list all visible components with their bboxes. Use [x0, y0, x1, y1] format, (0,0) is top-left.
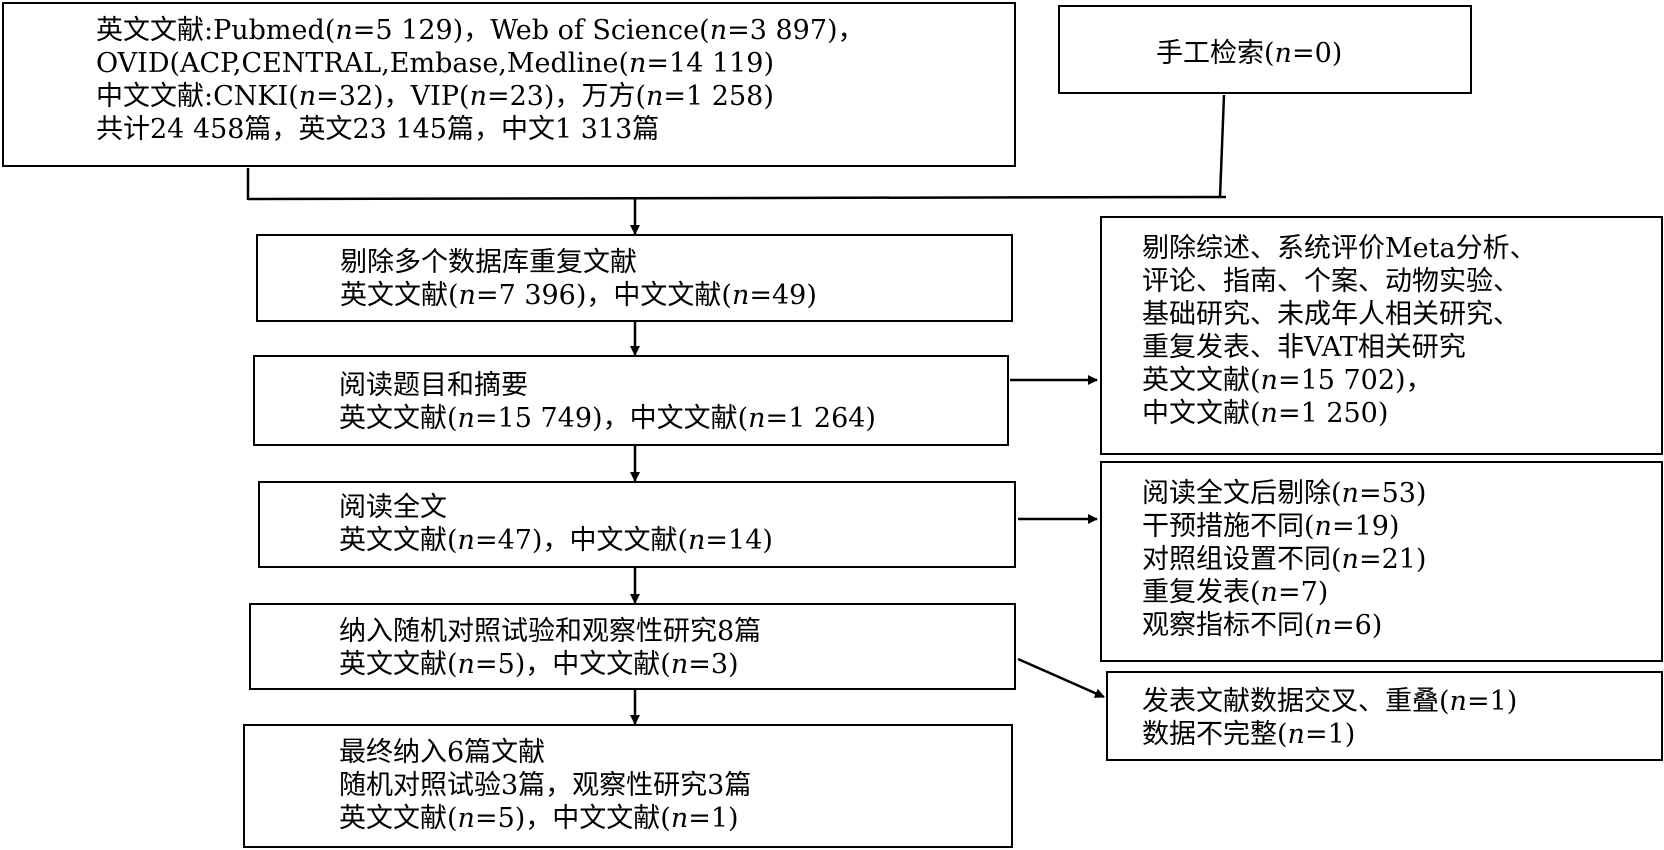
overlap-excluded-box: 发表文献数据交叉、重叠(n=1)数据不完整(n=1)	[1106, 671, 1663, 761]
merge-line-horizontal	[247, 195, 1227, 201]
box-line: 阅读全文	[339, 492, 447, 523]
box-line: 重复发表(n=7)	[1142, 577, 1329, 608]
box-line: 最终纳入6篇文献	[339, 737, 546, 768]
box-line: 英文文献(n=7 396)，中文文献(n=49)	[340, 280, 817, 311]
box-line: 数据不完整(n=1)	[1142, 719, 1356, 750]
dedup-box: 剔除多个数据库重复文献英文文献(n=7 396)，中文文献(n=49)	[256, 234, 1013, 322]
sources-box: 英文文献:Pubmed(n=5 129)，Web of Science(n=3 …	[2, 2, 1016, 167]
box-line: 英文文献(n=15 702)，	[1142, 365, 1433, 396]
included-box: 纳入随机对照试验和观察性研究8篇英文文献(n=5)，中文文献(n=3)	[249, 603, 1016, 690]
excluded-records-box: 剔除综述、系统评价Meta分析、评论、指南、个案、动物实验、基础研究、未成年人相…	[1100, 216, 1663, 455]
box-line: 英文文献(n=5)，中文文献(n=3)	[339, 649, 739, 680]
box-line: 重复发表、非VAT相关研究	[1142, 332, 1466, 363]
box-line: 共计24 458篇，英文23 145篇，中文1 313篇	[96, 114, 660, 145]
box-line: 随机对照试验3篇，观察性研究3篇	[339, 770, 752, 801]
arrow-to-excluded-3	[1017, 657, 1105, 699]
box-line: 阅读全文后剔除(n=53)	[1142, 478, 1427, 509]
box-line: 发表文献数据交叉、重叠(n=1)	[1142, 686, 1518, 717]
box-line: 评论、指南、个案、动物实验、	[1142, 266, 1520, 297]
fulltext-excluded-box: 阅读全文后剔除(n=53)干预措施不同(n=19)对照组设置不同(n=21)重复…	[1100, 461, 1663, 662]
box-line: 阅读题目和摘要	[339, 370, 528, 401]
box-line: 剔除多个数据库重复文献	[340, 247, 637, 278]
merge-line-right	[1218, 94, 1226, 198]
box-line: 英文文献:Pubmed(n=5 129)，Web of Science(n=3 …	[96, 15, 865, 46]
box-line: 对照组设置不同(n=21)	[1142, 544, 1427, 575]
box-line: 剔除综述、系统评价Meta分析、	[1142, 233, 1537, 264]
box-line: 中文文献:CNKI(n=32)，VIP(n=23)，万方(n=1 258)	[96, 81, 774, 112]
box-line: 英文文献(n=15 749)，中文文献(n=1 264)	[339, 403, 876, 434]
fulltext-box: 阅读全文英文文献(n=47)，中文文献(n=14)	[258, 481, 1016, 568]
box-line: 纳入随机对照试验和观察性研究8篇	[339, 616, 762, 647]
final-included-box: 最终纳入6篇文献随机对照试验3篇，观察性研究3篇英文文献(n=5)，中文文献(n…	[243, 724, 1013, 848]
box-line: 英文文献(n=5)，中文文献(n=1)	[339, 803, 739, 834]
box-line: OVID(ACP,CENTRAL,Embase,Medline(n=14 119…	[96, 48, 775, 79]
manual-search-box: 手工检索(n=0)	[1058, 5, 1472, 94]
box-line: 基础研究、未成年人相关研究、	[1142, 299, 1520, 330]
box-line: 英文文献(n=47)，中文文献(n=14)	[339, 525, 773, 556]
box-line: 手工检索(n=0)	[1156, 38, 1343, 69]
box-line: 干预措施不同(n=19)	[1142, 511, 1400, 542]
box-line: 观察指标不同(n=6)	[1142, 610, 1383, 641]
title-abstract-box: 阅读题目和摘要英文文献(n=15 749)，中文文献(n=1 264)	[253, 355, 1009, 446]
box-line: 中文文献(n=1 250)	[1142, 398, 1389, 429]
